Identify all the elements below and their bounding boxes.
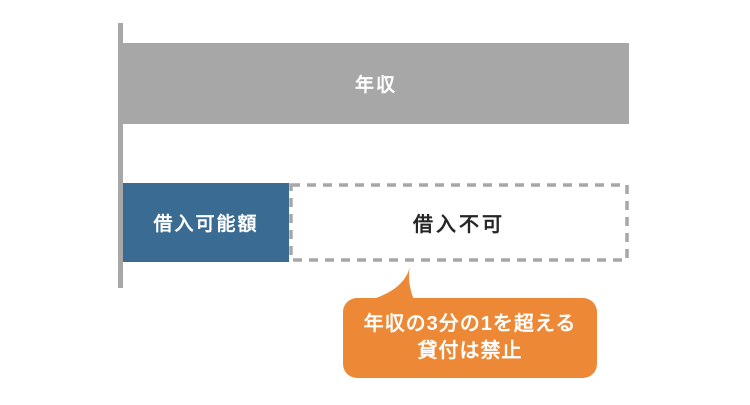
borrowable-bar-label: 借入可能額	[153, 214, 259, 235]
callout-tail	[370, 266, 414, 300]
prohibited-box: 借入不可	[289, 183, 629, 262]
dashed-border	[289, 183, 629, 262]
callout-line2: 貸付は禁止	[417, 340, 523, 362]
callout-line1: 年収の3分の1を超える	[363, 313, 577, 335]
y-axis-line	[118, 23, 123, 288]
prohibited-box-label: 借入不可	[413, 214, 505, 236]
callout-bubble: 年収の3分の1を超える 貸付は禁止	[343, 298, 597, 378]
income-bar-label: 年収	[354, 75, 397, 96]
income-bar: 年収	[123, 43, 629, 124]
borrowable-bar: 借入可能額	[123, 183, 289, 262]
